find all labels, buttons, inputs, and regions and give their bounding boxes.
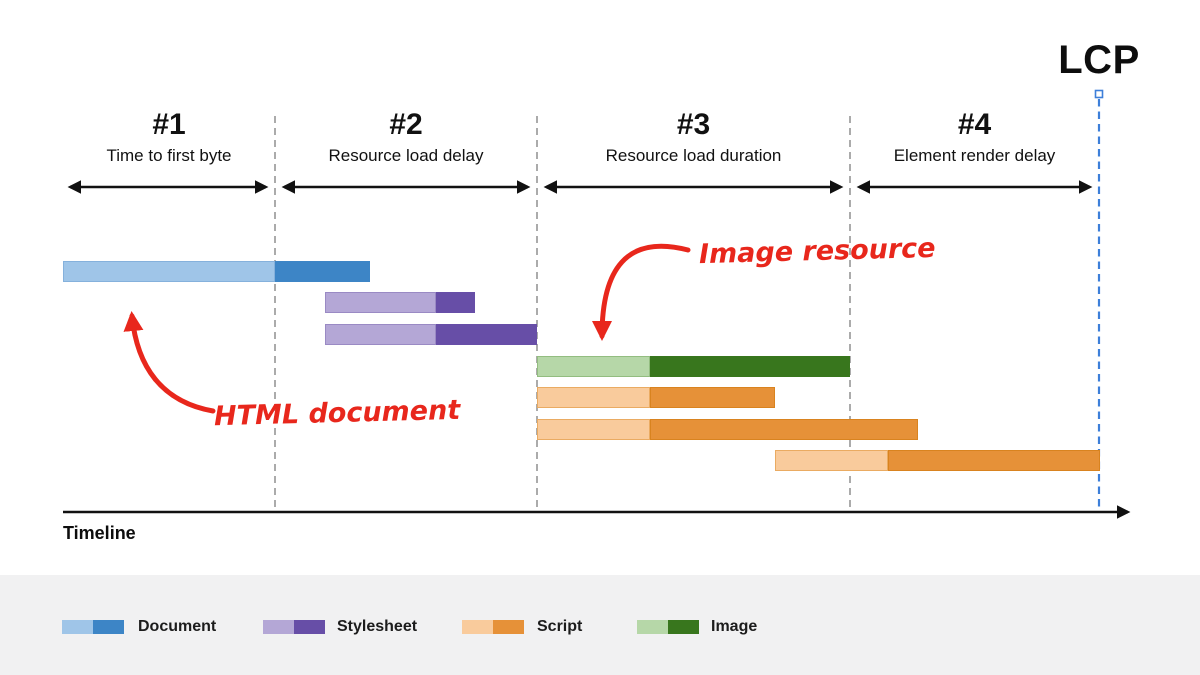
script-bar-3-light-segment — [775, 450, 888, 471]
phase-1-header: #1 Time to first byte — [63, 108, 275, 167]
image-resource-annotation: Image resource — [698, 232, 936, 271]
script-bar-2-dark-segment — [650, 419, 918, 440]
stylesheet-bar-1-dark-segment — [436, 292, 475, 313]
legend-label-stylesheet: Stylesheet — [337, 618, 418, 635]
legend-label-image: Image — [711, 618, 758, 635]
lcp-title: LCP — [1058, 38, 1140, 82]
phase-1-label: Time to first byte — [106, 146, 232, 165]
document-light-swatch — [62, 620, 93, 634]
phase-2-header: #2 Resource load delay — [275, 108, 537, 167]
script-bar-3-dark-segment — [888, 450, 1100, 471]
lcp-marker-handle — [1094, 89, 1104, 99]
html-document-annotation: HTML document — [213, 394, 461, 433]
html-document-annotation-arrow — [123, 311, 216, 414]
phase-3-header: #3 Resource load duration — [537, 108, 850, 167]
stylesheet-bar-1-light-segment — [325, 292, 436, 313]
script-bar-1-dark-segment — [650, 387, 775, 408]
image-light-swatch — [637, 620, 668, 634]
stylesheet-bar-2-dark-segment — [436, 324, 537, 345]
timeline-axis-label: Timeline — [63, 523, 136, 543]
document-dark-swatch — [93, 620, 124, 634]
phase-4-number: #4 — [957, 108, 992, 141]
phase-4-header: #4 Element render delay — [850, 108, 1099, 167]
phase-2-number: #2 — [389, 108, 423, 141]
script-dark-swatch — [493, 620, 524, 634]
phase-2-label: Resource load delay — [328, 146, 484, 165]
document-bar-dark-segment — [275, 261, 370, 282]
stylesheet-dark-swatch — [294, 620, 325, 634]
image-dark-swatch — [668, 620, 699, 634]
image-resource-annotation-arrow — [592, 243, 691, 341]
script-bar-1-light-segment — [537, 387, 650, 408]
image-bar-dark-segment — [650, 356, 850, 377]
phase-3-number: #3 — [676, 108, 711, 141]
stylesheet-light-swatch — [263, 620, 294, 634]
phase-3-label: Resource load duration — [605, 146, 782, 165]
phase-4-label: Element render delay — [893, 146, 1056, 165]
image-bar-light-segment — [537, 356, 650, 377]
legend-label-script: Script — [537, 618, 583, 635]
script-bar-2-light-segment — [537, 419, 650, 440]
document-bar-light-segment — [63, 261, 275, 282]
phase-1-number: #1 — [152, 108, 186, 141]
stylesheet-bar-2-light-segment — [325, 324, 436, 345]
legend-label-document: Document — [138, 618, 217, 635]
script-light-swatch — [462, 620, 493, 634]
legend-footer-band — [0, 575, 1200, 675]
